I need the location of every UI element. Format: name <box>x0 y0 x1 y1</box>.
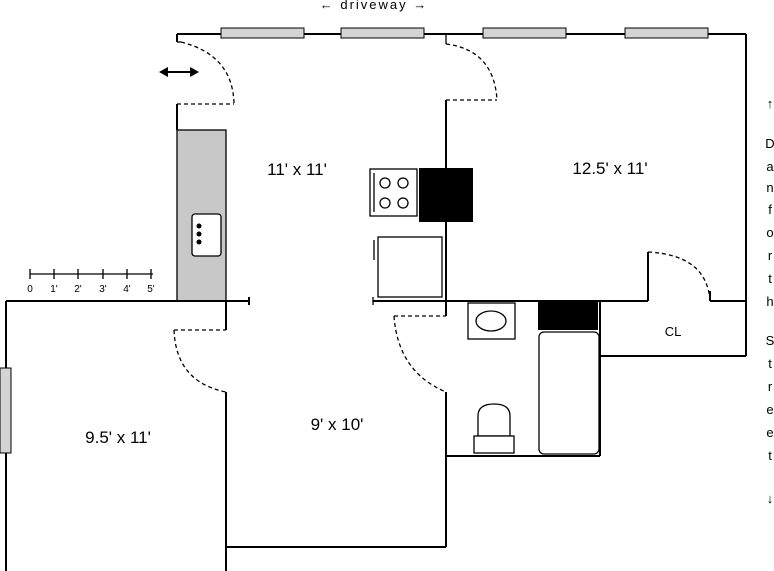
window <box>482 27 567 39</box>
closet-door-swing <box>647 251 711 302</box>
side-text-char: r <box>768 379 773 394</box>
window <box>220 27 305 39</box>
refrigerator <box>419 168 473 222</box>
bathroom-door-swing <box>393 315 447 393</box>
kitchen-table <box>377 236 443 298</box>
scale-tick-label: 4' <box>123 284 131 295</box>
side-text-char: t <box>768 356 772 371</box>
side-text-char: D <box>765 136 774 151</box>
scale-tick-label: 2' <box>74 284 82 295</box>
scale-tick-label: 1' <box>50 284 58 295</box>
living-door-swing <box>445 43 498 101</box>
entrance-door-swing <box>180 41 235 105</box>
room-label-hall: 9' x 10' <box>311 415 364 434</box>
scale-bar <box>29 269 153 279</box>
window <box>624 27 709 39</box>
arrow-up-icon: ↑ <box>767 96 774 111</box>
room-label-bedroom: 9.5' x 11' <box>85 428 151 447</box>
sink-icon <box>191 213 222 257</box>
scale-tick-label: 3' <box>99 284 107 295</box>
side-text-char: o <box>766 225 773 240</box>
arrow-down-icon: ↓ <box>767 491 774 506</box>
side-text-char: h <box>766 294 773 309</box>
scale-tick-label: 5' <box>147 284 155 295</box>
side-text-char: n <box>766 180 773 195</box>
room-label-kitchen: 11' x 11' <box>267 160 327 179</box>
side-text-char: S <box>766 333 774 348</box>
room-label-living: 12.5' x 11' <box>572 159 647 178</box>
scale-tick-label: 0 <box>27 284 33 295</box>
water-heater <box>538 301 598 330</box>
toilet-icon <box>473 403 515 454</box>
side-text-char: r <box>768 248 773 263</box>
side-text-char: t <box>768 448 772 463</box>
bathtub <box>538 331 600 455</box>
window <box>0 367 12 454</box>
side-text-char: e <box>766 425 773 440</box>
side-text-char: e <box>766 402 773 417</box>
side-text-char: t <box>768 271 772 286</box>
side-text-char: a <box>766 159 774 174</box>
driveway-label: ← driveway → <box>320 0 429 12</box>
bathroom-sink-icon <box>467 302 516 340</box>
closet-label: CL <box>665 324 682 339</box>
window <box>340 27 425 39</box>
entry-arrow-icon <box>159 67 199 77</box>
stove-icon <box>369 168 418 217</box>
bedroom-door-swing <box>173 329 227 393</box>
side-text-char: f <box>768 202 772 217</box>
